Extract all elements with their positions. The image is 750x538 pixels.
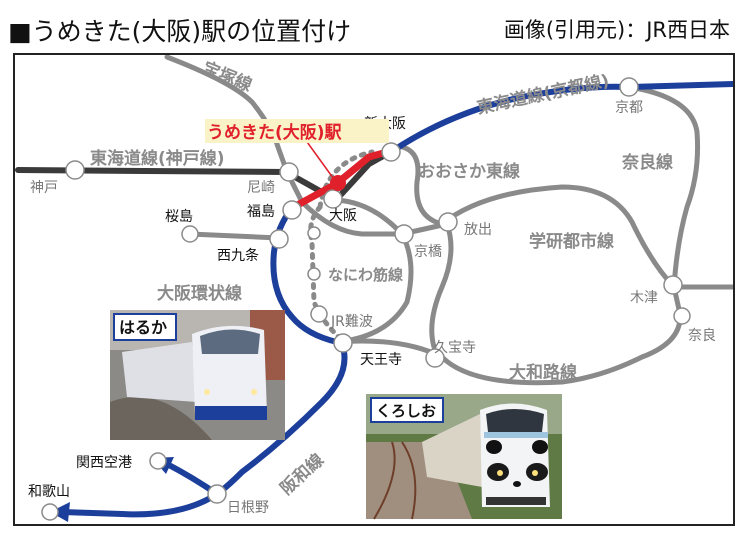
- label-takarazuka-line: 宝塚線: [200, 57, 255, 96]
- page-title: ■うめきた(大阪)駅の位置付け: [8, 17, 352, 46]
- label-kyoto: 京都: [615, 100, 643, 116]
- umekita-label-bg: [205, 119, 389, 143]
- kuroshio-caption: くろしお: [376, 402, 436, 420]
- haruka-photo: はるか: [110, 310, 285, 440]
- label-hineno: 日根野: [227, 500, 269, 516]
- umekita-dotted-arc: [317, 149, 375, 210]
- yamatoji-line: [334, 284, 683, 386]
- label-kyoto-line: 東海道線(京都線): [475, 70, 611, 119]
- label-kyuhoji: 久宝寺: [434, 340, 476, 356]
- loop-line-east: [299, 199, 414, 345]
- osaka-higashi-south: [429, 221, 454, 350]
- label-loop-line: 大阪環状線: [157, 283, 242, 304]
- label-hanwa-line: 阪和線: [276, 449, 328, 499]
- label-osaka-higashi-line: おおさか東線: [418, 161, 520, 182]
- hanwa-line: [214, 341, 348, 497]
- station-kizu-marker: [663, 275, 683, 295]
- station-osaka-marker: [323, 189, 343, 209]
- label-osaka: 大阪: [329, 208, 357, 224]
- station-shinosaka-marker: [381, 142, 401, 162]
- kyoto-line: [391, 81, 733, 153]
- label-hanaten: 放出: [464, 222, 492, 238]
- station-kyuhoji-marker: [425, 348, 445, 368]
- label-nara-line: 奈良線: [621, 152, 673, 173]
- station-amagasaki-marker: [279, 162, 299, 182]
- station-naniwa-b-marker: [307, 267, 321, 281]
- naniwasuji-line: [308, 204, 345, 343]
- station-kansai-airport-marker: [149, 452, 167, 470]
- station-nara-marker: [673, 307, 691, 325]
- label-nishikujo: 西九条: [217, 247, 259, 264]
- route-map: 宝塚線 東海道線(神戸線) 東海道線(京都線) おおさか東線 奈良線 学研都市線…: [13, 53, 735, 526]
- label-kyobashi: 京橋: [414, 244, 442, 260]
- station-hineno-marker: [207, 484, 227, 504]
- label-fukushima: 福島: [247, 204, 275, 220]
- haruka-caption: はるか: [119, 318, 167, 337]
- label-kobe-line: 東海道線(神戸線): [90, 148, 225, 169]
- station-fukushima-marker: [282, 200, 302, 220]
- station-hanaten-marker: [438, 212, 458, 232]
- station-wakayama-marker: [41, 503, 59, 521]
- arrow-wakayama-icon: [50, 502, 70, 522]
- station-kyobashi-marker: [394, 224, 414, 244]
- label-nara: 奈良: [688, 328, 716, 344]
- label-kobe: 神戸: [30, 180, 58, 196]
- station-kobe-marker: [65, 160, 85, 180]
- station-jrnamba-marker: [310, 305, 328, 323]
- station-kyoto-marker: [619, 77, 639, 97]
- station-tennoji-marker: [333, 333, 353, 353]
- label-naniwasuji-line: なにわ筋線: [328, 266, 403, 284]
- label-tennoji: 天王寺: [360, 352, 402, 368]
- station-umekita-marker: [330, 175, 346, 191]
- osaka-higashi-line: [399, 144, 445, 227]
- umekita-label: うめきた(大阪)駅: [207, 122, 343, 143]
- station-sakurajima-marker: [181, 225, 199, 243]
- gakkentoshi-line: [439, 184, 677, 290]
- label-kansai-airport: 関西空港: [76, 455, 132, 471]
- station-nishikujo-marker: [269, 229, 289, 249]
- label-amagasaki: 尼崎: [247, 180, 275, 196]
- label-gakkentoshi-line: 学研都市線: [529, 231, 614, 252]
- route-map-svg: 宝塚線 東海道線(神戸線) 東海道線(京都線) おおさか東線 奈良線 学研都市線…: [15, 55, 733, 522]
- sakurajima-line: [187, 231, 282, 241]
- label-jrnamba: JR難波: [330, 314, 373, 330]
- label-wakayama: 和歌山: [28, 484, 70, 500]
- wakayama-branch: [59, 491, 220, 518]
- nara-line: [626, 84, 701, 290]
- label-yamatoji-line: 大和路線: [509, 362, 577, 383]
- label-sakurajima: 桜島: [165, 209, 193, 225]
- station-naniwa-a-marker: [307, 226, 321, 240]
- label-kizu: 木津: [630, 290, 658, 306]
- kuroshio-photo: くろしお: [366, 394, 562, 520]
- image-credit: 画像(引用元)：JR西日本: [503, 18, 730, 42]
